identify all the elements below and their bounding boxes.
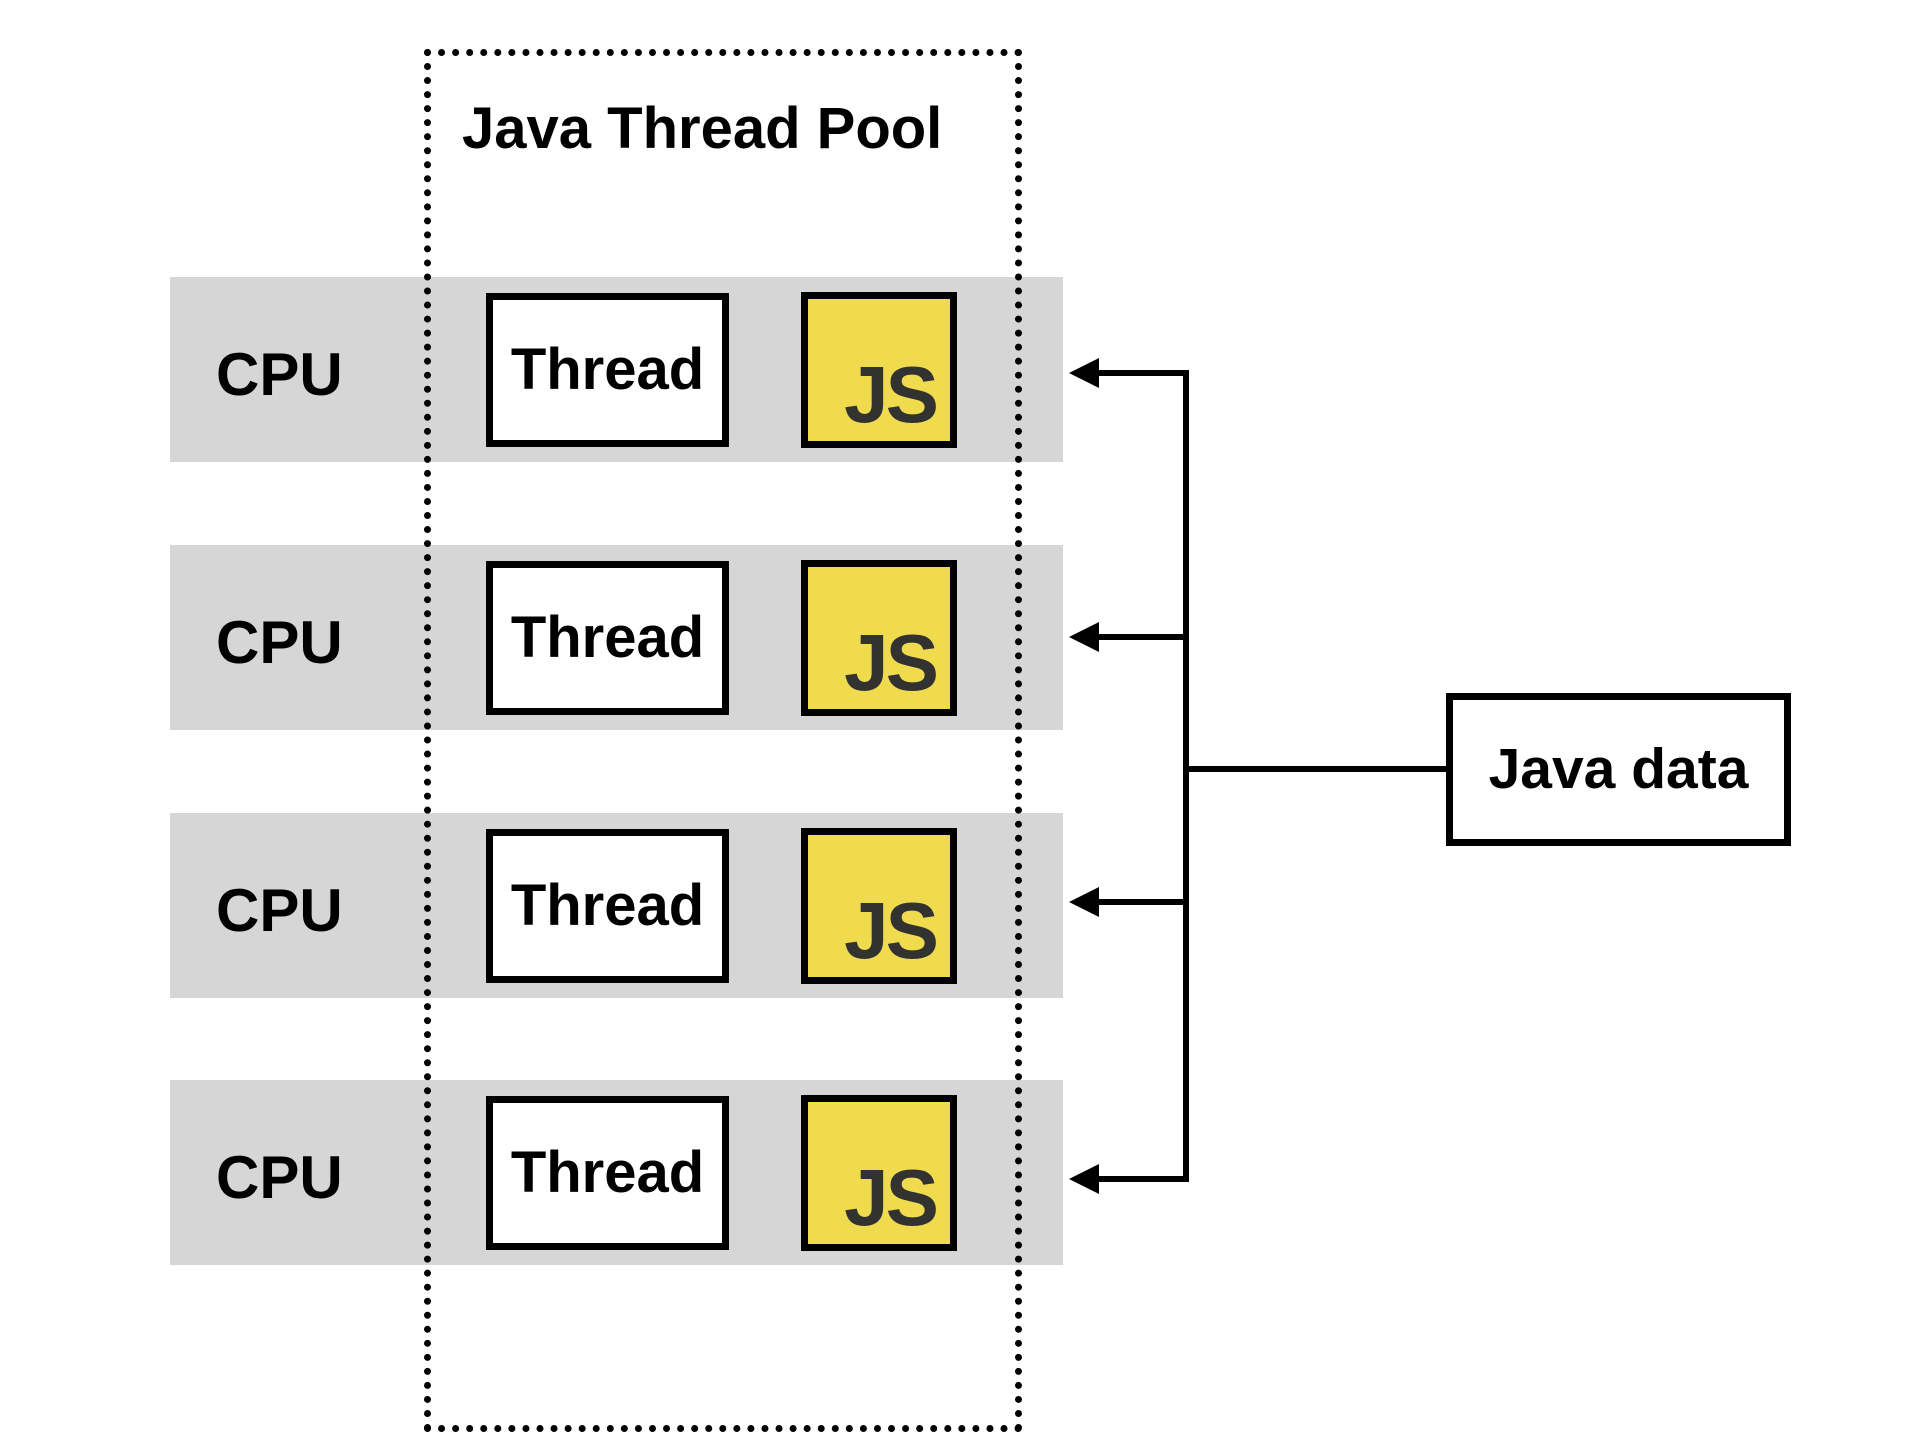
java-data-label: Java data [1488,737,1749,801]
js-logo-text: JS [844,886,939,975]
cpu-label: CPU [216,877,343,944]
arrowhead-icon [1069,358,1099,388]
thread-box: Thread [486,829,729,983]
arrowhead-icon [1069,1164,1099,1194]
js-logo-icon: JS [801,1095,957,1251]
thread-box: Thread [486,293,729,447]
js-logo-text: JS [844,350,939,439]
java-data-box: Java data [1446,693,1791,846]
js-logo-text: JS [844,1153,939,1242]
cpu-label: CPU [216,609,343,676]
js-logo-icon: JS [801,292,957,448]
thread-pool-title: Java Thread Pool [462,96,943,161]
thread-label: Thread [510,1140,705,1205]
cpu-label: CPU [216,1144,343,1211]
thread-pool-boundary [424,49,1022,1432]
js-logo-text: JS [844,618,939,707]
thread-label: Thread [510,873,705,938]
thread-label: Thread [510,605,705,670]
thread-label: Thread [510,337,705,402]
cpu-label: CPU [216,341,343,408]
arrowhead-icon [1069,887,1099,917]
thread-box: Thread [486,561,729,715]
js-logo-icon: JS [801,828,957,984]
arrowhead-icon [1069,622,1099,652]
js-logo-icon: JS [801,560,957,716]
thread-box: Thread [486,1096,729,1250]
